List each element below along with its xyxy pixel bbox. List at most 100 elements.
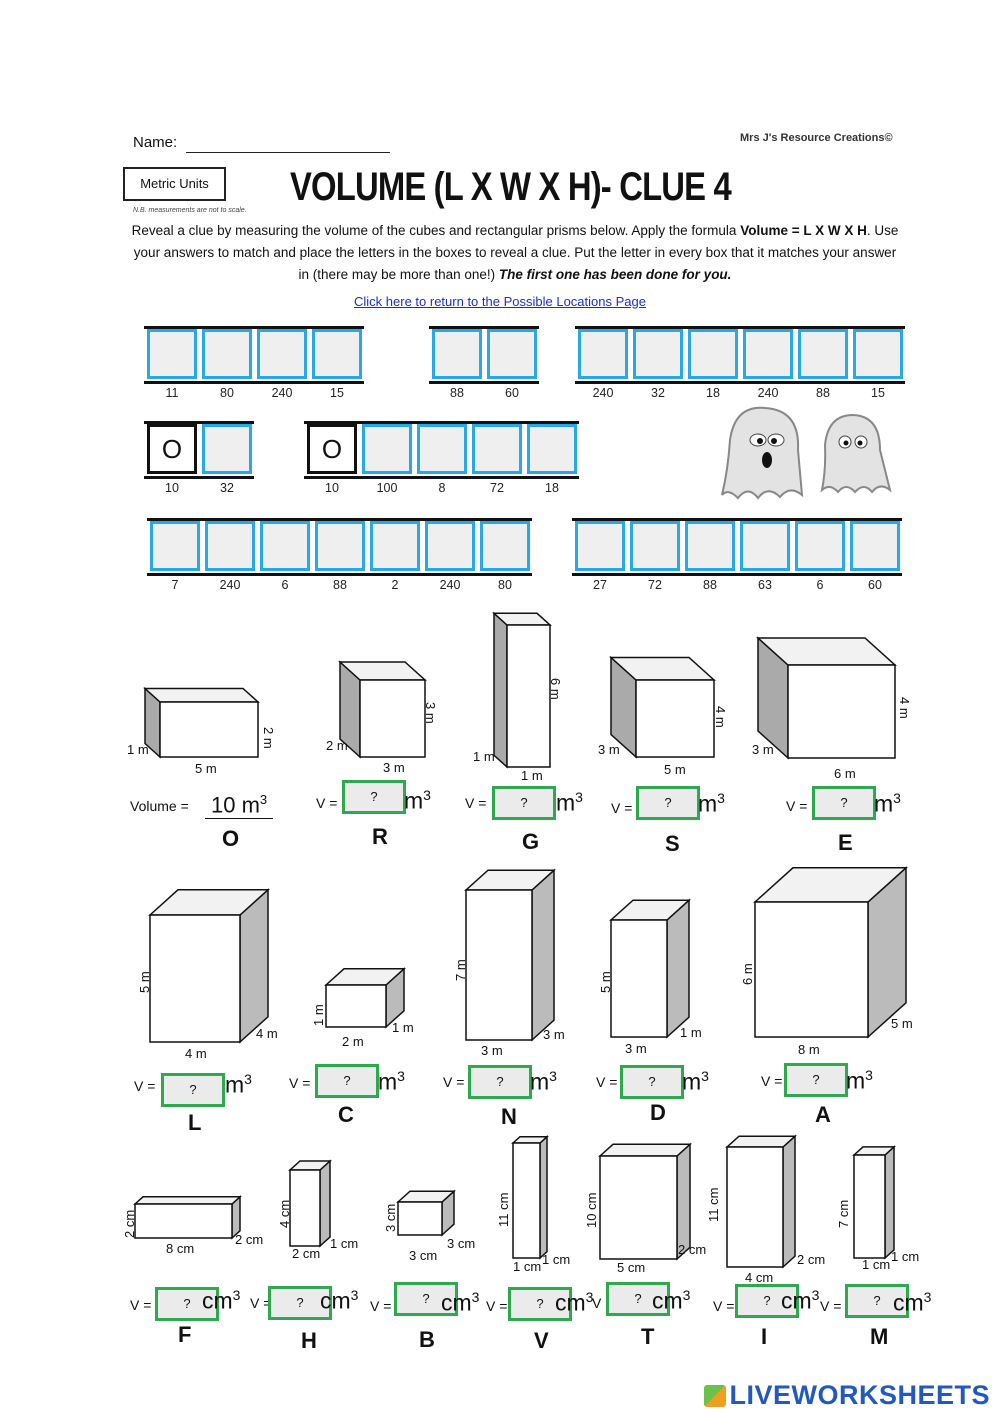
letter-label: O xyxy=(222,826,240,851)
unit-label: m3 xyxy=(682,1068,709,1095)
unit-label: m3 xyxy=(846,1067,873,1094)
answer-input-box[interactable]: ? xyxy=(636,786,700,820)
answer-input-box[interactable]: ? xyxy=(812,786,876,820)
clue-number: 88 xyxy=(816,386,830,400)
answer-input-box[interactable]: ? xyxy=(606,1282,670,1316)
answer-input-box[interactable]: ? xyxy=(845,1284,909,1318)
letter-label: V xyxy=(534,1328,549,1353)
letter-label: M xyxy=(870,1324,889,1349)
letter-label: I xyxy=(761,1324,768,1349)
dimension-label: 6 m xyxy=(834,766,856,781)
answer-input-box[interactable]: ? xyxy=(394,1282,458,1316)
answer-letter-box[interactable] xyxy=(472,424,522,474)
answer-input-box[interactable]: ? xyxy=(620,1065,684,1099)
answer-letter-box[interactable] xyxy=(425,521,475,571)
dimension-label: 10 cm xyxy=(584,1192,599,1228)
answer-input-box[interactable]: ? xyxy=(508,1287,572,1321)
answer-letter-box[interactable] xyxy=(202,329,252,379)
answer-letter-box[interactable] xyxy=(795,521,845,571)
return-link[interactable]: Click here to return to the Possible Loc… xyxy=(354,294,646,309)
clue-number: 18 xyxy=(706,386,720,400)
dimension-label: 4 cm xyxy=(277,1199,292,1228)
prism-face xyxy=(143,687,260,703)
letter-label: L xyxy=(188,1110,202,1135)
unit-label: m3 xyxy=(530,1068,557,1095)
volume-v-label: V = xyxy=(134,1078,156,1094)
dimension-label: 6 m xyxy=(740,963,755,985)
answer-letter-box[interactable] xyxy=(417,424,467,474)
volume-v-label: V = xyxy=(713,1298,735,1314)
answer-letter-box[interactable] xyxy=(743,329,793,379)
dimension-label: 5 m xyxy=(891,1016,913,1031)
letter-label: H xyxy=(301,1328,317,1353)
answer-letter-box[interactable] xyxy=(527,424,577,474)
letter-label: N xyxy=(501,1104,517,1129)
answer-letter-box[interactable] xyxy=(853,329,903,379)
answer-letter-box[interactable] xyxy=(575,521,625,571)
prism-face xyxy=(397,1201,443,1236)
dimension-label: 3 m xyxy=(598,742,620,757)
letter-label: C xyxy=(338,1102,354,1127)
answer-letter-box[interactable] xyxy=(362,424,412,474)
prism-face xyxy=(726,1146,784,1268)
metric-units-box: Metric Units xyxy=(123,167,226,201)
answer-letter-box[interactable] xyxy=(147,329,197,379)
prism-face xyxy=(754,901,869,1038)
answer-letter-box[interactable] xyxy=(432,329,482,379)
clue-number: 63 xyxy=(758,578,772,592)
answer-letter-box[interactable] xyxy=(150,521,200,571)
answer-letter-box[interactable] xyxy=(370,521,420,571)
prism-face xyxy=(493,611,508,769)
answer-letter-box[interactable] xyxy=(850,521,900,571)
letter-label: S xyxy=(665,831,680,856)
volume-v-label: V = xyxy=(289,1075,311,1091)
answer-letter-box[interactable] xyxy=(202,424,252,474)
prism-face xyxy=(539,1135,548,1260)
answer-letter-box[interactable] xyxy=(688,329,738,379)
answer-input-box[interactable]: ? xyxy=(315,1064,379,1098)
letter-label: E xyxy=(838,830,853,855)
letter-label: F xyxy=(178,1322,192,1347)
clue-number: 6 xyxy=(281,578,289,592)
answer-input-box[interactable]: ? xyxy=(735,1284,799,1318)
unit-label: m3 xyxy=(874,790,901,817)
answer-letter-box[interactable] xyxy=(630,521,680,571)
name-label: Name: xyxy=(133,134,178,151)
prism-face xyxy=(610,919,668,1038)
answer-letter-box[interactable] xyxy=(205,521,255,571)
clue-number: 15 xyxy=(330,386,344,400)
prism-face xyxy=(725,1135,797,1148)
answer-letter-box[interactable] xyxy=(257,329,307,379)
word-bar xyxy=(147,518,532,576)
volume-label: Volume = xyxy=(130,798,189,814)
answer-input-box[interactable]: ? xyxy=(155,1287,219,1321)
answer-letter-box[interactable] xyxy=(260,521,310,571)
clue-number: 240 xyxy=(271,386,293,400)
dimension-label: 2 cm xyxy=(678,1242,707,1257)
answer-input-box[interactable]: ? xyxy=(161,1073,225,1107)
prism-face xyxy=(598,1143,692,1157)
answer-input-box[interactable]: ? xyxy=(468,1065,532,1099)
answer-letter-box[interactable] xyxy=(633,329,683,379)
answer-input-box[interactable]: ? xyxy=(784,1063,848,1097)
dimension-label: 4 cm xyxy=(745,1270,774,1285)
answer-input-box[interactable]: ? xyxy=(268,1286,332,1320)
dimension-label: 3 m xyxy=(383,760,405,775)
word-bar xyxy=(304,421,579,479)
answer-letter-box[interactable] xyxy=(315,521,365,571)
clue-number: 18 xyxy=(545,481,559,495)
answer-letter-box[interactable] xyxy=(487,329,537,379)
answer-letter-box[interactable] xyxy=(578,329,628,379)
answer-input-box[interactable]: ? xyxy=(492,786,556,820)
answer-letter-box[interactable] xyxy=(480,521,530,571)
answer-letter-box[interactable] xyxy=(312,329,362,379)
dimension-label: 2 cm xyxy=(292,1246,321,1261)
dimension-label: 3 m xyxy=(423,702,438,724)
prism-face xyxy=(506,624,551,768)
answer-input-box[interactable]: ? xyxy=(342,780,406,814)
answer-letter-box[interactable] xyxy=(685,521,735,571)
name-field[interactable] xyxy=(186,152,390,153)
answer-letter-box[interactable] xyxy=(798,329,848,379)
answer-letter-box[interactable] xyxy=(740,521,790,571)
dimension-label: 4 m xyxy=(185,1046,207,1061)
